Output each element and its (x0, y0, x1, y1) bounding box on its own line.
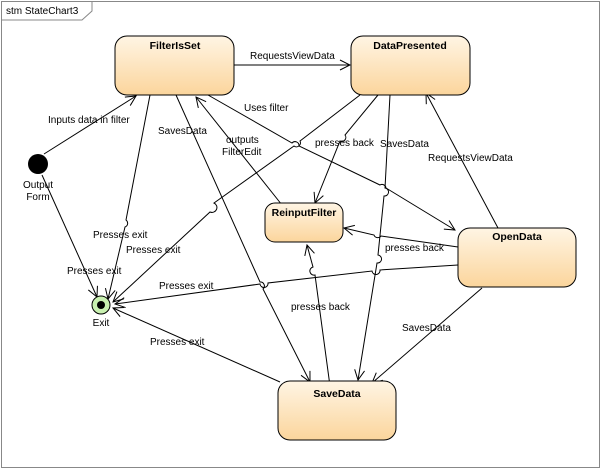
transition-opendata-to-savedata[interactable] (372, 287, 483, 383)
label-saves-data-3: SavesData (402, 323, 451, 334)
label-uses-filter: Uses filter (244, 103, 289, 114)
transition-outputs-filter-edit[interactable] (196, 97, 283, 206)
transition-presses-back-3[interactable] (307, 245, 331, 387)
label-presses-exit-5: Presses exit (150, 337, 205, 348)
state-open-data-name: OpenData (492, 231, 542, 243)
initial-pseudo-state[interactable] (28, 154, 48, 174)
state-save-data-name: SaveData (313, 388, 360, 400)
label-presses-back-2: presses back (385, 243, 445, 254)
label-presses-exit-2: Presses exit (126, 245, 181, 256)
transition-opendata-to-exit[interactable] (115, 264, 459, 304)
initial-label-line1: Output (23, 180, 53, 191)
label-saves-data-2: SavesData (380, 139, 429, 150)
state-data-presented[interactable]: DataPresented (350, 35, 471, 96)
initial-label-line2: Form (26, 192, 49, 203)
exit-label: Exit (93, 318, 110, 329)
diagram-border (1, 1, 600, 468)
label-inputs-data-in-filter: Inputs data in filter (48, 115, 130, 126)
diagram-title: stm StateChart3 (6, 6, 79, 17)
state-data-presented-name: DataPresented (373, 40, 447, 52)
label-requests-view-data-2: RequestsViewData (428, 153, 513, 164)
label-presses-back-3: presses back (291, 302, 351, 313)
state-save-data[interactable]: SaveData (277, 380, 397, 441)
label-saves-data-1: SavesData (158, 126, 207, 137)
title-tab (1, 1, 93, 21)
label-presses-exit-4: Presses exit (159, 281, 214, 292)
exit-pseudo-state-core (97, 301, 105, 309)
transition-presses-back-1[interactable] (315, 94, 379, 203)
label-presses-exit-3: Presses exit (67, 266, 122, 277)
state-filter-is-set-name: FilterIsSet (150, 40, 201, 52)
transition-datapresented-to-savedata[interactable] (358, 94, 391, 380)
state-reinput-filter[interactable]: ReinputFilter (264, 202, 344, 243)
transition-savedata-to-exit[interactable] (113, 308, 281, 383)
transition-filter-to-exit[interactable] (108, 94, 151, 299)
transition-lines (41, 65, 499, 387)
transition-form-to-exit[interactable] (41, 174, 97, 297)
label-outputs-filter-edit-2: FilterEdit (222, 147, 262, 158)
transition-presses-back-2[interactable] (344, 228, 459, 248)
label-presses-exit-1: Presses exit (93, 230, 148, 241)
state-filter-is-set[interactable]: FilterIsSet (114, 35, 235, 96)
transition-datapresented-to-exit[interactable] (113, 94, 361, 302)
state-open-data[interactable]: OpenData (457, 227, 577, 288)
transition-filter-to-savedata[interactable] (175, 94, 310, 382)
state-reinput-filter-name: ReinputFilter (272, 207, 337, 219)
label-outputs-filter-edit-1: outputs (226, 135, 259, 146)
label-requests-view-data-1: RequestsViewData (250, 51, 335, 62)
transition-requests-view-data-2[interactable] (426, 93, 499, 229)
transition-labels: RequestsViewData Inputs data in filter S… (48, 51, 513, 348)
label-presses-back-1: presses back (315, 138, 375, 149)
transition-inputs-data-in-filter[interactable] (43, 96, 136, 155)
